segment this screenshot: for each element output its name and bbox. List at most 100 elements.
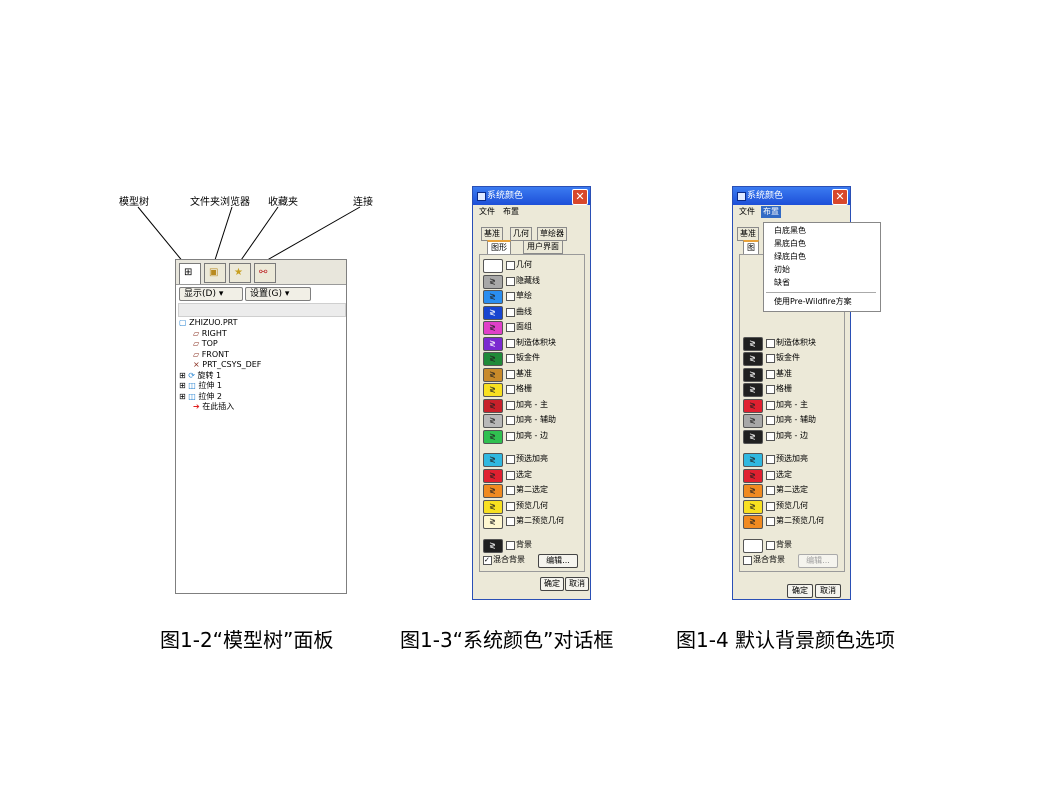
color-row-checkbox[interactable] [506,540,515,550]
color-swatch-button[interactable]: ≷ [743,398,763,413]
color-row-checkbox[interactable] [506,385,515,394]
color-row-checkbox[interactable] [506,470,515,480]
cancel-button[interactable]: 取消 [565,577,589,591]
color-row-checkbox[interactable] [506,431,515,441]
menu-item-pre-wildfire[interactable]: 使用Pre-Wildfire方案 [774,297,852,306]
tab-datum[interactable]: 基准 [481,227,503,241]
tree-item-extrude-2[interactable]: ⊞ ◫ 拉伸 2 [179,392,261,403]
color-swatch-button[interactable]: ≷ [483,383,503,397]
color-row-checkbox[interactable] [506,400,515,410]
color-row-checkbox[interactable] [506,292,515,301]
color-swatch-button[interactable]: ≷ [743,515,763,529]
tree-item-revolve[interactable]: ⊞ ⟳ 旋转 1 [179,371,261,382]
menu-item-black-on-white[interactable]: 黑底白色 [774,239,806,248]
color-row-checkbox[interactable] [506,369,515,379]
edit-button[interactable]: 编辑... [538,554,578,568]
tab-graphics[interactable]: 图 [743,240,759,255]
color-row-checkbox[interactable] [766,338,775,348]
menu-item-white-on-green[interactable]: 绿底白色 [774,252,806,261]
color-row-checkbox[interactable] [766,455,775,464]
color-row-checkbox[interactable] [506,276,515,286]
color-row-checkbox[interactable] [766,416,775,425]
tree-item-insert-here[interactable]: ➔ 在此插入 [179,402,261,413]
color-swatch-button[interactable]: ≷ [483,336,503,351]
tree-item-right[interactable]: ▱ RIGHT [179,329,261,340]
color-row-checkbox[interactable] [766,517,775,526]
color-row-checkbox[interactable] [766,385,775,394]
color-row-checkbox[interactable] [506,486,515,495]
expand-icon[interactable]: ⊞ [179,381,186,390]
color-swatch-button[interactable]: ≷ [483,468,503,483]
expand-icon[interactable]: ⊞ [179,370,186,380]
blend-background-checkbox[interactable] [743,556,752,565]
color-row-checkbox[interactable] [766,354,775,363]
color-row-checkbox[interactable] [506,323,515,332]
tab-geometry[interactable]: 几何 [510,227,532,241]
menu-item-white-on-black[interactable]: 白底黑色 [774,226,806,235]
menu-layout[interactable]: 布置 [761,206,781,218]
tab-datum[interactable]: 基准 [737,227,759,241]
favorites-tab[interactable]: ★ [229,263,251,283]
color-row-checkbox[interactable] [506,501,515,511]
color-swatch-button[interactable]: ≷ [483,515,503,529]
settings-dropdown[interactable]: 设置(G) ▾ [245,287,311,301]
ok-button[interactable]: 确定 [787,584,813,598]
color-swatch-button[interactable]: ≷ [483,414,503,428]
color-row-checkbox[interactable] [506,455,515,464]
model-tree-tab[interactable]: ⊞ [179,263,201,284]
color-row-checkbox[interactable] [766,540,775,550]
color-swatch-button[interactable]: ≷ [743,429,763,444]
color-row-checkbox[interactable] [766,486,775,495]
color-swatch-button[interactable]: ≷ [483,274,503,289]
color-swatch-button[interactable]: ≷ [743,484,763,498]
color-swatch-button[interactable]: ≷ [483,453,503,467]
tab-user-interface[interactable]: 用户界面 [523,240,563,254]
color-swatch-button[interactable]: ≷ [483,321,503,335]
color-swatch-button[interactable]: ≷ [483,499,503,514]
tab-graphics[interactable]: 图形 [487,240,511,255]
color-swatch-button[interactable]: ≷ [743,499,763,514]
close-button[interactable]: ✕ [832,189,848,205]
color-row-checkbox[interactable] [766,501,775,511]
color-swatch-button[interactable]: ≷ [483,429,503,444]
color-swatch-button[interactable]: ≷ [743,352,763,366]
color-swatch-button[interactable]: ≷ [483,290,503,304]
color-swatch-button[interactable]: ≷ [743,453,763,467]
connect-tab[interactable]: ⚯ [254,263,276,283]
close-button[interactable]: ✕ [572,189,588,205]
color-swatch-button[interactable]: ≷ [483,398,503,413]
color-row-checkbox[interactable] [766,400,775,410]
blend-background-checkbox[interactable]: ✓ [483,556,492,565]
tree-item-front[interactable]: ▱ FRONT [179,350,261,361]
color-swatch-button[interactable]: ≷ [483,538,503,553]
color-row-checkbox[interactable] [766,470,775,480]
color-row-checkbox[interactable] [506,307,515,317]
tab-sketcher[interactable]: 草绘器 [537,227,567,241]
color-swatch-button[interactable]: ≷ [483,352,503,366]
color-row-checkbox[interactable] [766,369,775,379]
color-row-checkbox[interactable] [506,517,515,526]
ok-button[interactable]: 确定 [540,577,564,591]
edit-button[interactable]: 编辑... [798,554,838,568]
color-swatch-button[interactable]: ≷ [743,336,763,351]
menu-file[interactable]: 文件 [479,207,495,216]
menu-layout[interactable]: 布置 [503,207,519,216]
color-row-checkbox[interactable] [506,338,515,348]
color-row-checkbox[interactable] [506,354,515,363]
color-swatch-button[interactable]: ≷ [483,305,503,320]
folder-browser-tab[interactable]: ▣ [204,263,226,283]
color-swatch-button[interactable]: ≷ [483,367,503,382]
show-dropdown[interactable]: 显示(D) ▾ [179,287,243,301]
tree-item-top[interactable]: ▱ TOP [179,339,261,350]
tree-item-csys[interactable]: ⨯ PRT_CSYS_DEF [179,360,261,371]
color-row-checkbox[interactable] [506,261,515,270]
menu-item-default[interactable]: 缺省 [774,278,790,287]
color-swatch-button[interactable] [483,259,503,273]
menu-file[interactable]: 文件 [739,207,755,216]
tree-item-extrude-1[interactable]: ⊞ ◫ 拉伸 1 [179,381,261,392]
color-swatch-button[interactable] [743,538,763,553]
color-swatch-button[interactable]: ≷ [743,367,763,382]
color-row-checkbox[interactable] [766,431,775,441]
color-row-checkbox[interactable] [506,416,515,425]
color-swatch-button[interactable]: ≷ [743,414,763,428]
